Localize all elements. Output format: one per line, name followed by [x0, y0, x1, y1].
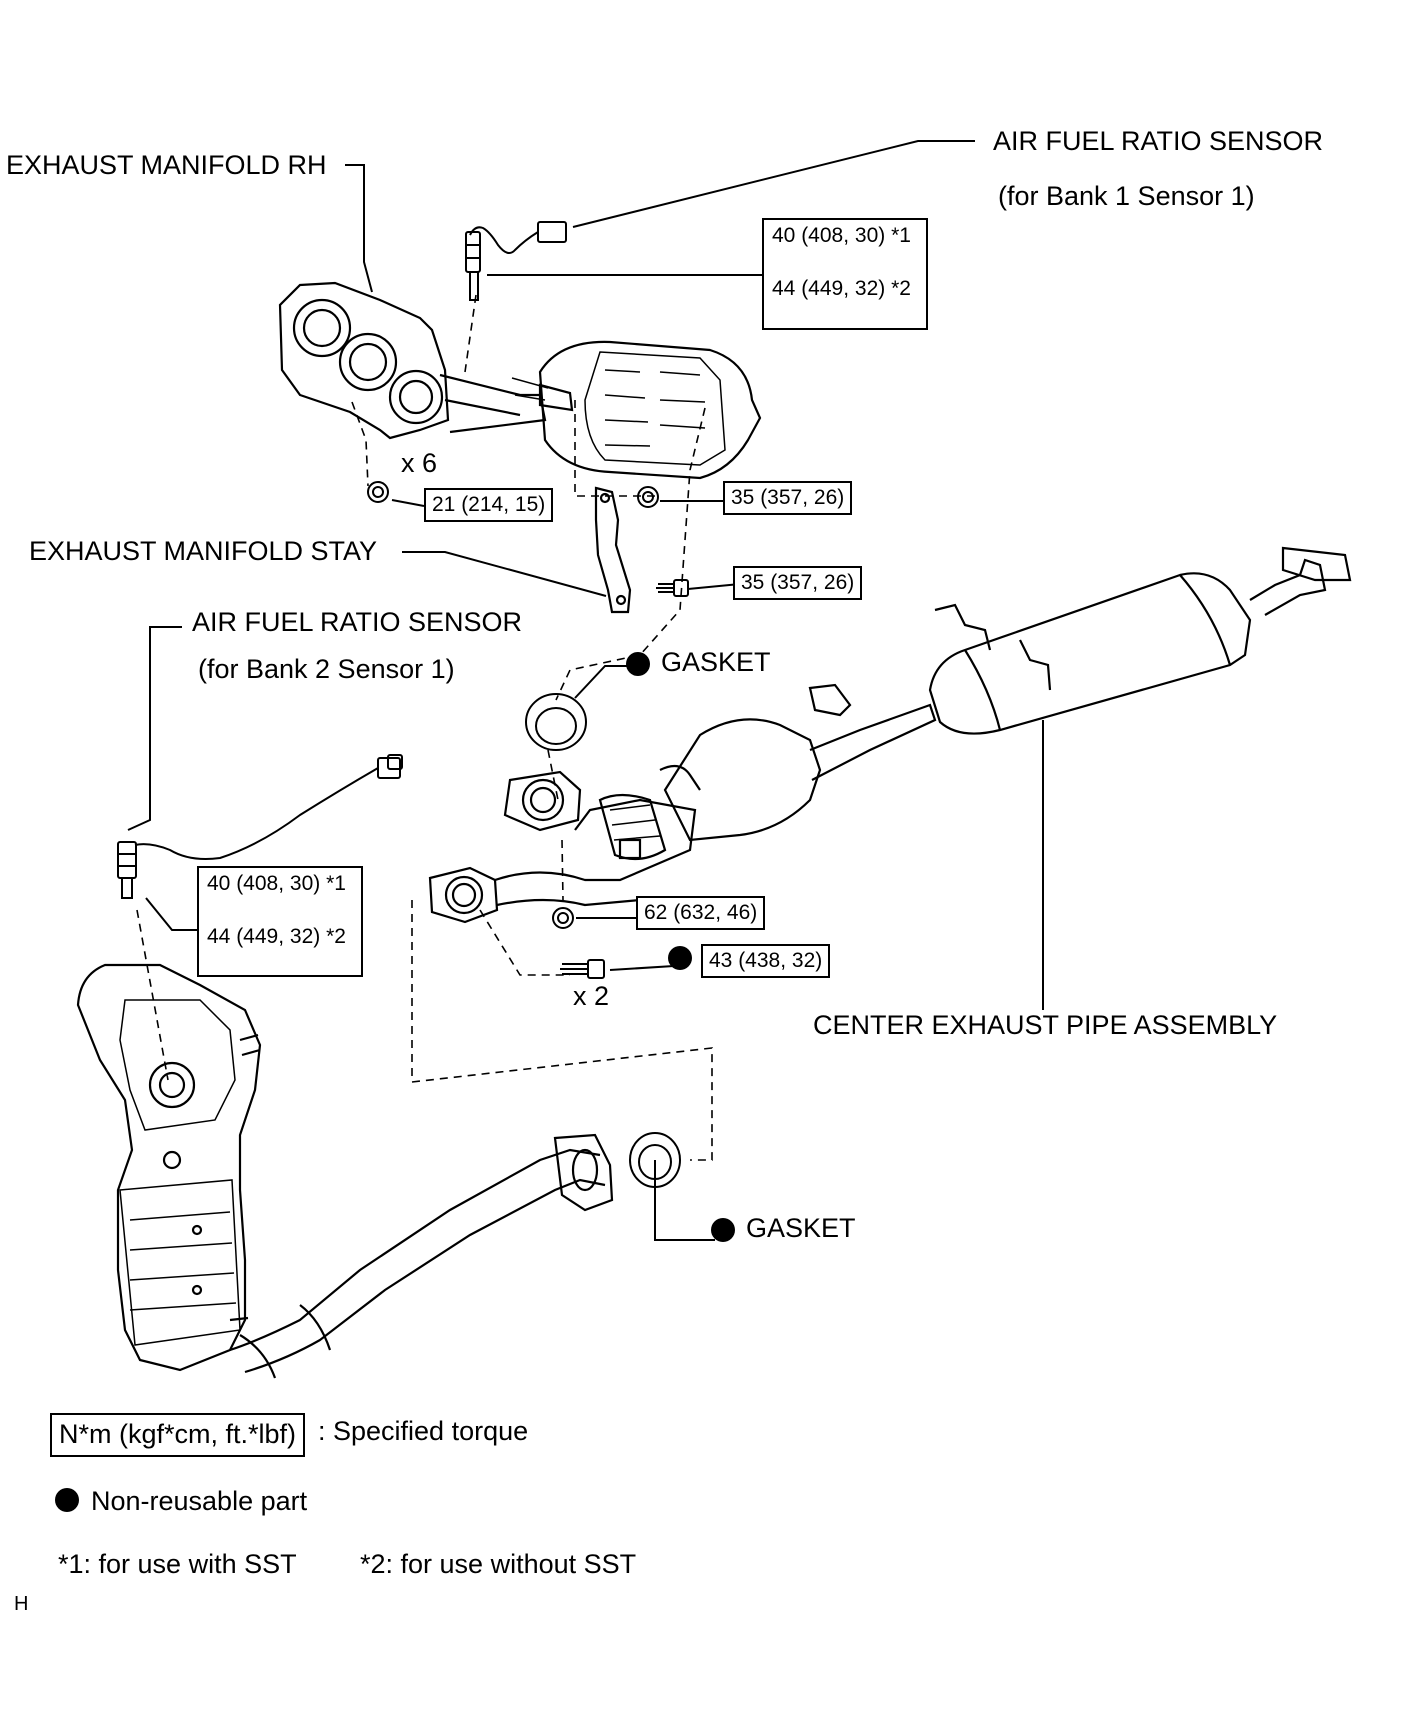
gasket-upper-label: GASKET [661, 647, 771, 677]
b2-torque-box: 40 (408, 30) *1 44 (449, 32) *2 [197, 866, 363, 977]
nonreusable-dot-gasket-lower [711, 1218, 735, 1242]
b2-torque-nosst: 44 (449, 32) *2 [207, 925, 346, 948]
gasket-lower-label: GASKET [746, 1213, 856, 1243]
qty-x2-label: x 2 [573, 981, 610, 1011]
b1-torque-box: 40 (408, 30) *1 44 (449, 32) *2 [762, 218, 928, 330]
exhaust-manifold-stay-part [594, 486, 632, 614]
exhaust-manifold-lh [76, 963, 262, 1372]
center-exhaust-pipe-part [428, 546, 1352, 924]
center-exhaust-pipe-label: CENTER EXHAUST PIPE ASSEMBLY [813, 1010, 1278, 1040]
manifold-nut [367, 481, 389, 503]
qty-x6-label: x 6 [401, 448, 438, 478]
legend-nonreusable-dot [55, 1488, 79, 1512]
manifold-nut-torque: 21 (214, 15) [424, 488, 554, 523]
af-sensor-b1-label: AIR FUEL RATIO SENSOR [993, 126, 1324, 156]
b1-torque-nosst: 44 (449, 32) *2 [772, 277, 911, 300]
af-sensor-b1-sub-label: (for Bank 1 Sensor 1) [998, 181, 1255, 211]
af-sensor-b1 [465, 221, 567, 301]
exhaust-manifold-stay-label: EXHAUST MANIFOLD STAY [29, 536, 378, 566]
front-exhaust-pipe [229, 1133, 614, 1379]
pipe-bolt-torque: 43 (438, 32) [701, 944, 831, 979]
exhaust-manifold-rh [278, 281, 762, 480]
stay-nut-torque: 35 (357, 26) [723, 481, 853, 516]
nonreusable-dot-gasket-upper [626, 652, 650, 676]
stay-bolt-torque: 35 (357, 26) [733, 566, 863, 601]
af-sensor-b2 [117, 754, 403, 899]
stay-nut [637, 486, 659, 508]
af-sensor-b2-sub-label: (for Bank 2 Sensor 1) [198, 654, 455, 684]
af-sensor-b2-label: AIR FUEL RATIO SENSOR [192, 607, 523, 637]
stay-bolt [656, 579, 689, 597]
legend-note2: *2: for use without SST [360, 1549, 637, 1579]
b1-torque-sst: 40 (408, 30) *1 [772, 224, 911, 247]
exhaust-manifold-rh-label: EXHAUST MANIFOLD RH [6, 150, 327, 180]
legend-torque-unit: N*m (kgf*cm, ft.*lbf) [50, 1413, 306, 1457]
legend-torque-desc: : Specified torque [318, 1416, 529, 1446]
corner-mark: H [14, 1593, 29, 1615]
nonreusable-dot-pipe-bolt [668, 946, 692, 970]
pipe-nut [552, 907, 574, 929]
gasket-upper-part [525, 693, 587, 751]
pipe-nut-torque: 62 (632, 46) [636, 896, 766, 931]
legend-note1: *1: for use with SST [58, 1549, 297, 1579]
legend-nonreusable: Non-reusable part [91, 1486, 308, 1516]
b2-torque-sst: 40 (408, 30) *1 [207, 872, 346, 895]
pipe-bolt [560, 959, 605, 979]
dashed-lines [136, 294, 713, 1161]
gasket-lower-part [629, 1132, 681, 1188]
